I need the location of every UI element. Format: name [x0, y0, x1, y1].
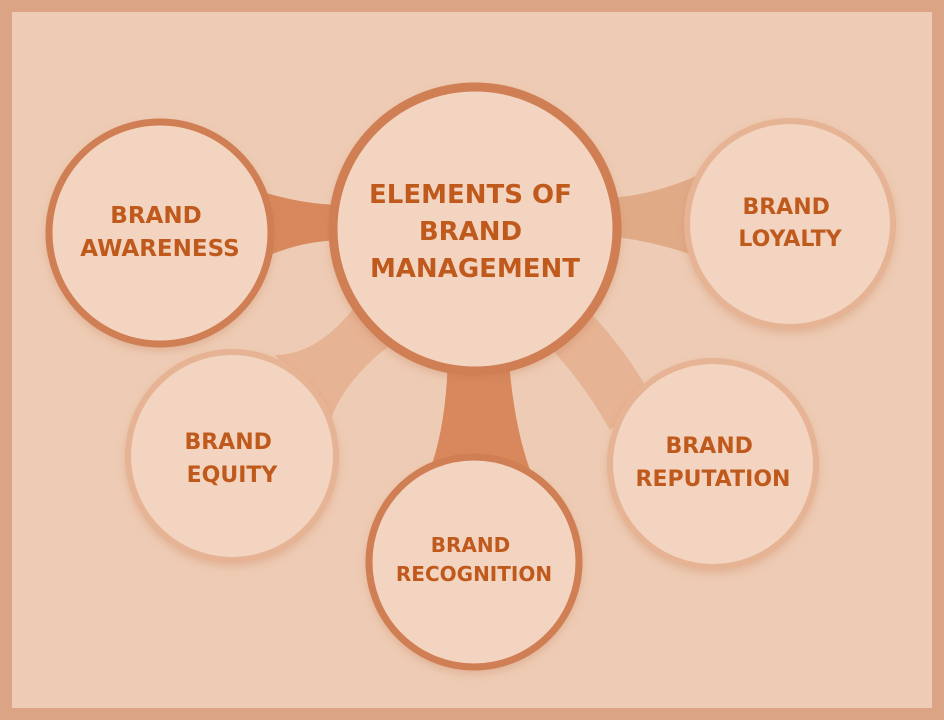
svg-text:BRAND RECOGNITION: BRAND RECOGNITION — [396, 533, 552, 586]
node-label: LOYALTY — [738, 227, 842, 252]
center-title-line: MANAGEMENT — [370, 254, 580, 284]
node-brand-recognition: BRAND RECOGNITION — [365, 453, 583, 671]
node-label: REPUTATION — [636, 467, 791, 492]
node-label: BRAND — [665, 434, 752, 459]
node-label: AWARENESS — [80, 236, 239, 262]
svg-text:ELEMENTS OF BRAND: ELEMENTS OF BRAND MANAGEMENT — [369, 180, 581, 284]
node-brand-equity: BRAND EQUITY — [125, 349, 339, 563]
node-label: RECOGNITION — [396, 562, 552, 586]
node-brand-reputation: BRAND REPUTATION — [607, 358, 819, 570]
svg-text:BRAND EQUITY: BRAND EQUITY — [184, 430, 279, 488]
node-label: BRAND — [184, 430, 271, 455]
connector-recognition — [430, 345, 530, 470]
node-label: BRAND — [431, 533, 510, 557]
connector-reputation — [548, 310, 650, 430]
center-node-elements-of-brand-management: ELEMENTS OF BRAND MANAGEMENT — [328, 82, 622, 376]
svg-text:BRAND LOYALTY: BRAND LOYALTY — [738, 195, 842, 252]
center-title-line: ELEMENTS OF — [369, 180, 572, 210]
node-label: BRAND — [110, 203, 201, 229]
center-title-line: BRAND — [419, 217, 522, 247]
node-brand-loyalty: BRAND LOYALTY — [684, 118, 896, 330]
svg-text:BRAND REPUTATION: BRAND REPUTATION — [636, 434, 791, 492]
connector-loyalty — [600, 172, 712, 262]
node-label: BRAND — [742, 195, 829, 220]
svg-text:BRAND AWARENESS: BRAND AWARENESS — [80, 203, 239, 262]
node-label: EQUITY — [187, 463, 279, 488]
node-brand-awareness: BRAND AWARENESS — [45, 118, 275, 348]
